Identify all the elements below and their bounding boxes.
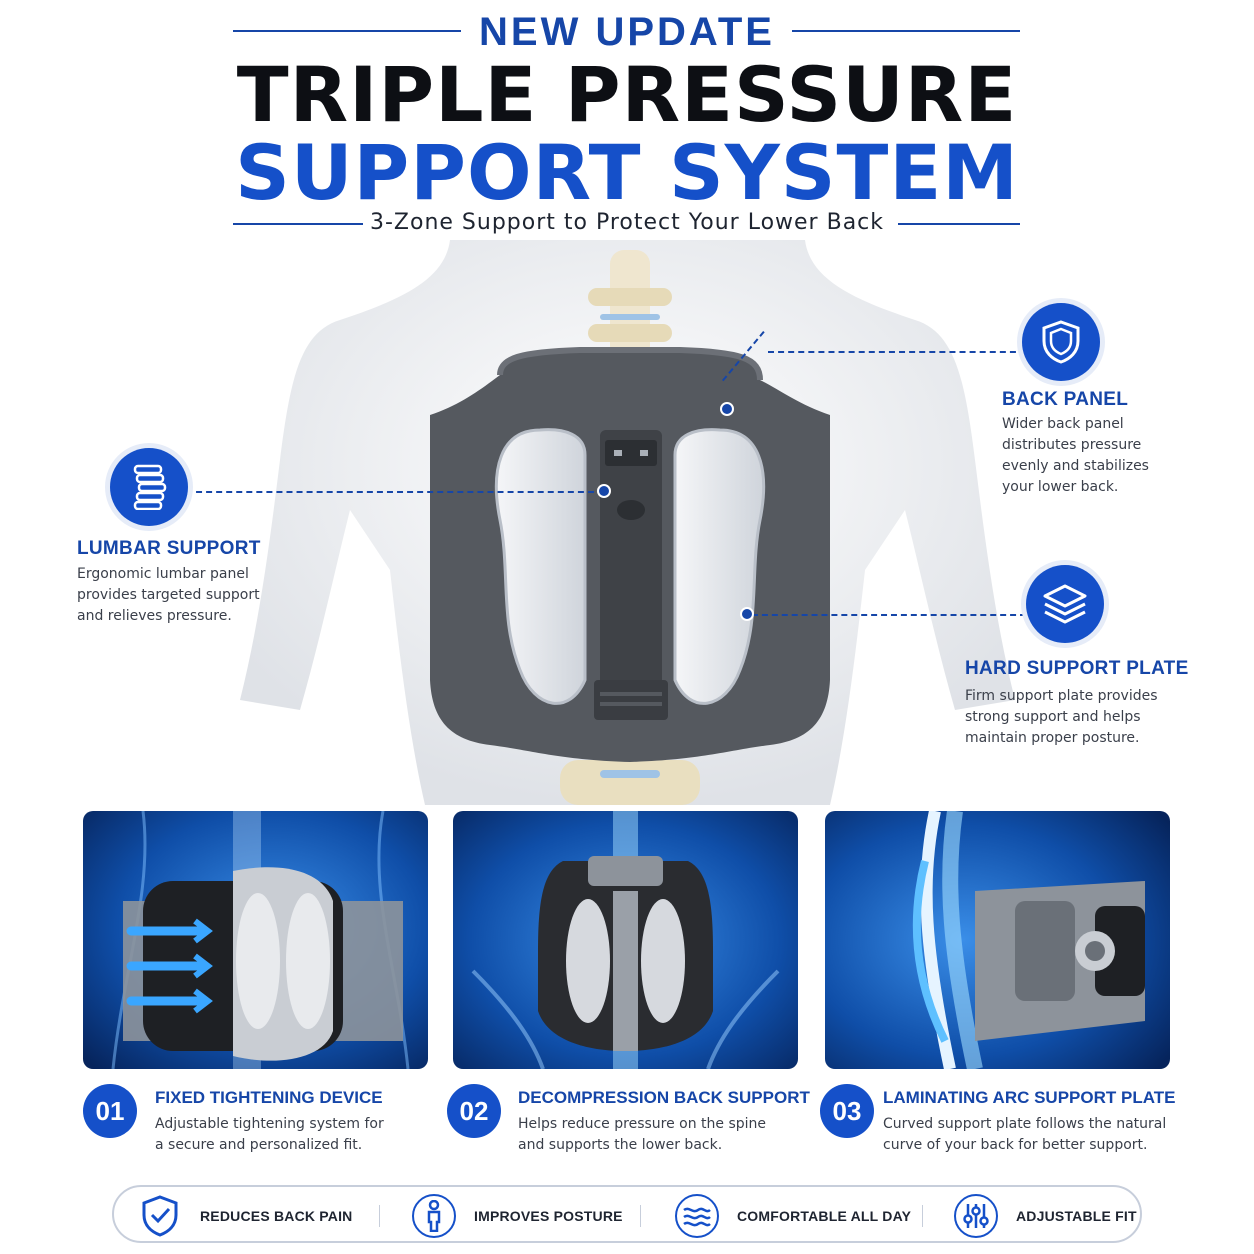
benefit-label: IMPROVES POSTURE xyxy=(474,1208,623,1224)
panel-decompression xyxy=(453,811,798,1069)
shield-check-icon xyxy=(138,1194,182,1238)
benefit-adjustable-fit: ADJUSTABLE FIT xyxy=(954,1187,1137,1245)
brace-buckle xyxy=(594,680,668,720)
marker-hard-plate xyxy=(740,607,754,621)
lumbar-support-desc: Ergonomic lumbar panel provides targeted… xyxy=(77,566,260,624)
page-title-line2: SUPPORT SYSTEM xyxy=(235,128,1019,217)
panel-fixed-tightening xyxy=(83,811,428,1069)
lumbar-plate-right xyxy=(673,428,766,705)
header-rule-left xyxy=(233,30,461,32)
back-panel-title: BACK PANEL xyxy=(1002,389,1129,410)
benefit-label: REDUCES BACK PAIN xyxy=(200,1208,353,1224)
subtitle-rule-right xyxy=(898,223,1020,225)
brace-center-strip xyxy=(600,430,662,720)
step-desc-laminating-arc: Curved support plate follows the natural… xyxy=(883,1116,1167,1153)
posture-figure-icon xyxy=(412,1194,456,1238)
benefit-improves-posture: IMPROVES POSTURE xyxy=(412,1187,623,1245)
spine-lower xyxy=(560,760,700,805)
bar-divider xyxy=(922,1205,923,1227)
torso-brace-illustration xyxy=(240,240,1015,805)
benefits-bar: REDUCES BACK PAIN IMPROVES POSTURE COMFO… xyxy=(112,1185,1142,1243)
step-title-laminating-arc: LAMINATING ARC SUPPORT PLATE xyxy=(883,1088,1176,1107)
xray-brace-front-illustration xyxy=(453,811,798,1069)
connector-lumbar-support xyxy=(186,491,604,493)
hard-plate-title: HARD SUPPORT PLATE xyxy=(965,658,1189,679)
page-title-line1: TRIPLE PRESSURE xyxy=(236,50,1018,139)
panel-laminating-arc xyxy=(825,811,1170,1069)
page-subtitle: 3-Zone Support to Protect Your Lower Bac… xyxy=(369,210,885,235)
kicker-new-update: NEW UPDATE xyxy=(479,10,775,54)
step-title-fixed-tightening: FIXED TIGHTENING DEVICE xyxy=(155,1088,383,1107)
hard-plate-desc: Firm support plate provides strong suppo… xyxy=(965,688,1158,746)
breathable-waves-icon xyxy=(675,1194,719,1238)
subtitle-rule-left xyxy=(233,223,363,225)
benefit-label: ADJUSTABLE FIT xyxy=(1016,1208,1137,1224)
step-number-badge: 02 xyxy=(447,1084,501,1138)
back-panel-desc: Wider back panel distributes pressure ev… xyxy=(1002,416,1149,495)
marker-back-panel xyxy=(720,402,734,416)
spine-icon xyxy=(110,448,188,526)
bar-divider xyxy=(379,1205,380,1227)
shield-icon xyxy=(1022,303,1100,381)
connector-hard-plate xyxy=(752,614,1026,616)
step-number-badge: 01 xyxy=(83,1084,137,1138)
xray-arc-plate-illustration xyxy=(825,811,1170,1069)
lumbar-plate-left xyxy=(494,428,587,705)
step-desc-fixed-tightening: Adjustable tightening system for a secur… xyxy=(155,1116,384,1153)
connector-back-panel xyxy=(768,351,1026,353)
sliders-icon xyxy=(954,1194,998,1238)
header-rule-right xyxy=(792,30,1020,32)
layers-icon xyxy=(1026,565,1104,643)
benefit-label: COMFORTABLE ALL DAY xyxy=(737,1208,912,1224)
benefit-comfortable-all-day: COMFORTABLE ALL DAY xyxy=(675,1187,911,1245)
hero-illustration xyxy=(200,240,1060,805)
step-number-badge: 03 xyxy=(820,1084,874,1138)
step-title-decompression: DECOMPRESSION BACK SUPPORT xyxy=(518,1088,810,1107)
lumbar-support-title: LUMBAR SUPPORT xyxy=(77,538,261,559)
step-desc-decompression: Helps reduce pressure on the spine and s… xyxy=(518,1116,767,1153)
bar-divider xyxy=(640,1205,641,1227)
benefit-reduces-back-pain: REDUCES BACK PAIN xyxy=(138,1187,353,1245)
xray-brace-side-illustration xyxy=(83,811,428,1069)
marker-lumbar-support xyxy=(597,484,611,498)
